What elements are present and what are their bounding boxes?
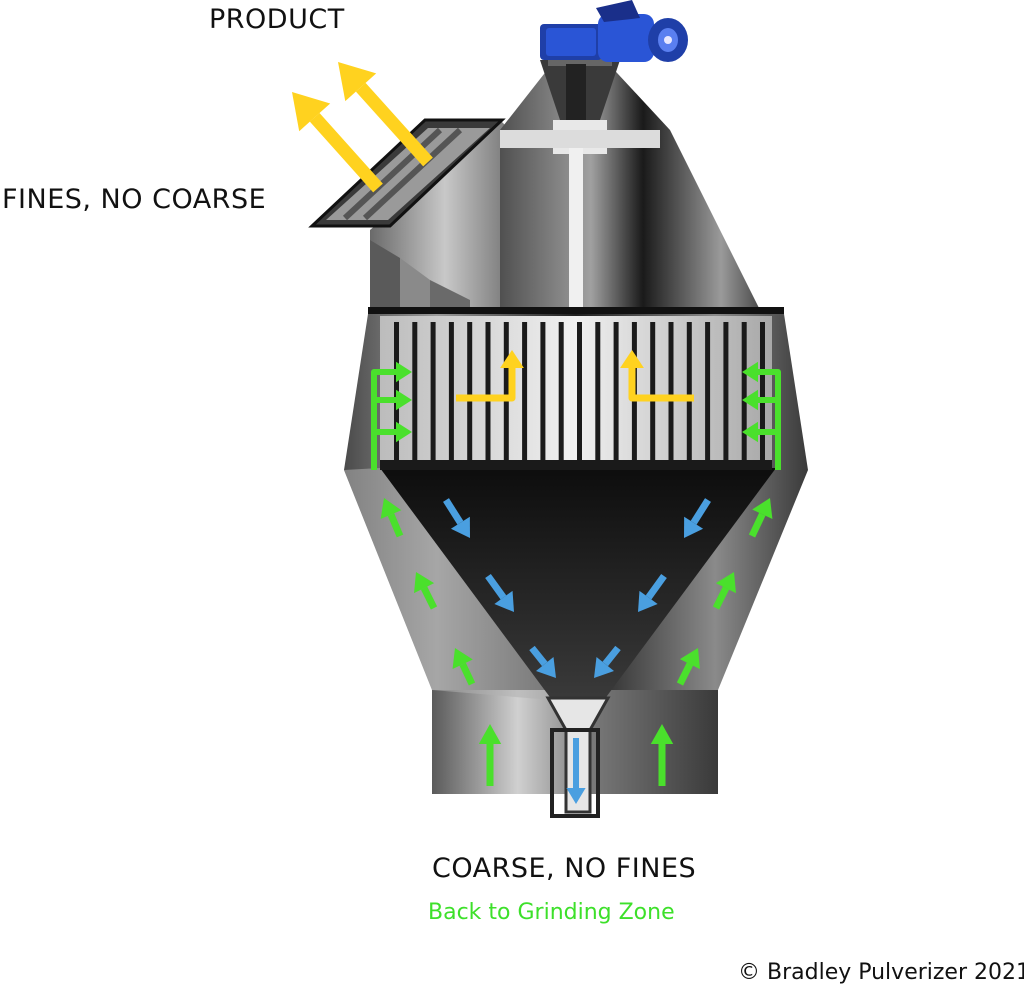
arrow-icon [374,421,412,443]
cage-bar [485,322,491,462]
cage-bars [394,322,765,462]
cage-bar [595,322,601,462]
flow-arrows [292,62,781,804]
arrow-icon [452,648,476,686]
cage-bar [613,322,619,462]
divider-plate [368,307,784,314]
cage-bar [705,322,711,462]
arrow-icon [380,498,404,538]
cage-bar [668,322,674,462]
arrow-icon [742,361,781,470]
arrow-icon [594,645,621,678]
rotor-cage [380,316,772,470]
outlet-duct [308,118,520,310]
arrow-icon [712,572,736,610]
copyright-label: © Bradley Pulverizer 2021 [738,960,1024,985]
cage-bar [430,322,436,462]
cage-bar [412,322,418,462]
arrow-icon [566,738,586,804]
coarse-no-fines-label: COARSE, NO FINES [432,853,697,884]
cage-bar [522,322,528,462]
arrow-icon [338,62,433,167]
motor-icon [540,0,688,62]
upper-housing [500,52,760,310]
arrow-icon [650,724,674,786]
cage-bar [448,322,454,462]
cage-bar [723,322,729,462]
arrow-icon [620,350,694,402]
cage-bar [741,322,747,462]
cage-bar [467,322,473,462]
cage-bar [650,322,656,462]
cage-bar [558,322,564,462]
arrow-icon [371,361,412,470]
arrow-icon [456,350,524,402]
arrow-icon [478,724,502,786]
arrow-icon [676,648,700,686]
arrow-icon [684,498,711,538]
back-to-grinding-label: Back to Grinding Zone [428,900,675,925]
cage-bar [760,322,765,462]
product-label: PRODUCT [209,4,345,35]
arrow-icon [443,498,470,538]
arrow-icon [529,645,556,678]
arrow-icon [292,92,383,193]
arrow-icon [638,573,667,612]
cage-bar [503,322,509,462]
arrow-icon [748,498,773,538]
arrow-icon [374,389,412,411]
arrow-icon [485,573,514,612]
cage-bar [577,322,582,462]
arrow-icon [742,389,778,411]
arrow-icon [414,572,438,610]
cage-bar [540,322,546,462]
arrow-icon [742,421,778,443]
cage-bar [686,322,692,462]
fines-no-coarse-label: FINES, NO COARSE [2,184,267,215]
